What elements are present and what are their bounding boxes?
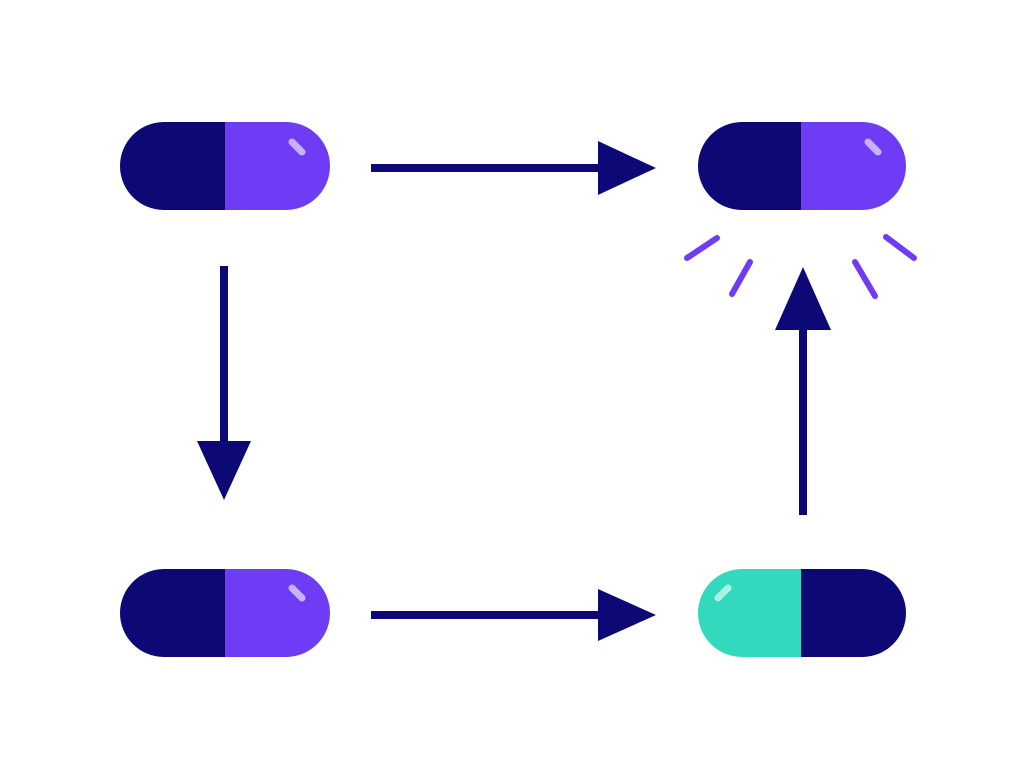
capsule-left-half [120,122,225,210]
capsule-bottom-left [120,569,330,657]
capsule-right-half [801,569,906,657]
arrow-down-icon [197,441,251,500]
glow-ray [883,234,917,261]
capsule-left-half [698,569,801,657]
capsule-right-half [225,569,330,657]
glow-ray [852,259,878,299]
arrow-bottom-right [371,589,656,641]
arrow-right-icon [598,589,656,641]
capsule-highlight [288,584,306,602]
capsule-top-right [698,122,906,210]
capsule-highlight [864,138,882,156]
arrow-right-icon [598,141,656,195]
arrow-top-right [371,141,656,195]
capsule-left-half [698,122,801,210]
capsule-right-half [801,122,906,210]
capsule-top-left [120,122,330,210]
capsule-left-half [120,569,225,657]
glow-ray [684,235,720,261]
glow-burst-icon [684,234,917,299]
capsule-highlight [288,138,306,156]
arrow-up-icon [775,267,831,330]
arrow-left-down [197,266,251,500]
arrow-right-up [775,267,831,515]
glow-ray [729,259,753,297]
capsule-highlight [714,584,732,602]
capsule-right-half [225,122,330,210]
capsule-bottom-right [698,569,906,657]
